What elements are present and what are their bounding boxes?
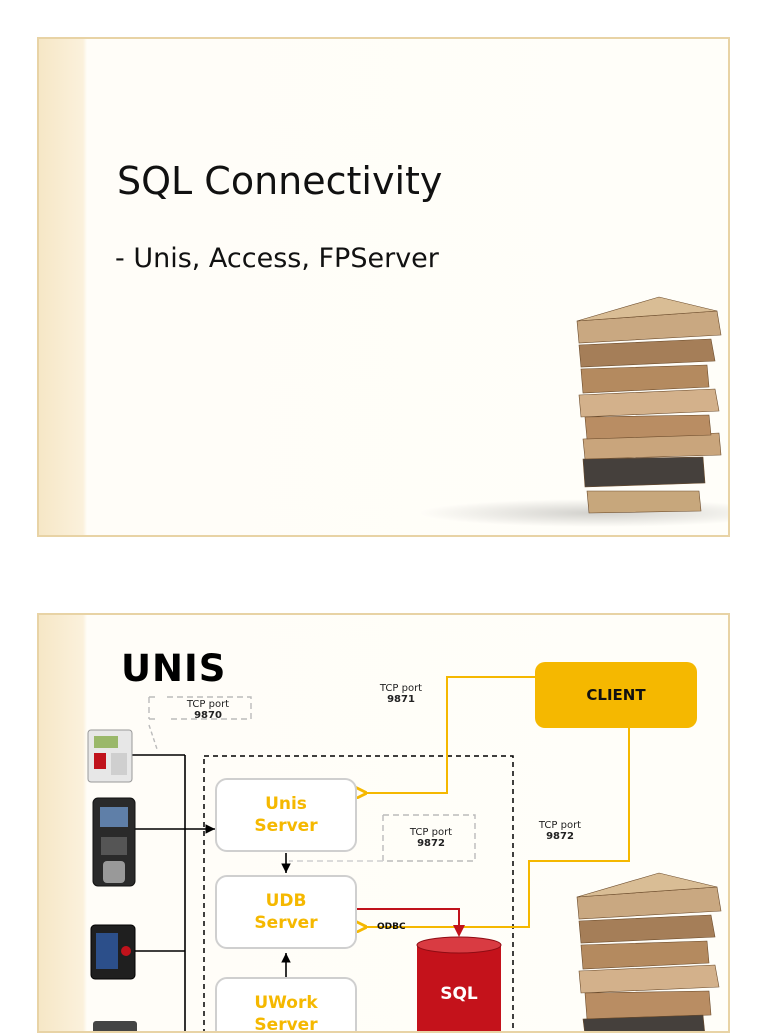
book-stack (576, 872, 722, 1031)
slide-title-heading: SQL Connectivity (117, 159, 443, 203)
device-reader-partial-icon (93, 1021, 137, 1031)
udb-server-line2: Server (254, 913, 318, 933)
sql-label: SQL (440, 984, 478, 1004)
book-stack-illustration (419, 296, 728, 527)
odbc-label: ODBC (377, 922, 406, 932)
udb-server-box: UDB Server (215, 875, 357, 949)
slide-subtitle: - Unis, Access, FPServer (115, 243, 439, 274)
slide-unis-diagram: UNIS (37, 613, 730, 1033)
unis-server-box: Unis Server (215, 778, 357, 852)
slide-unis-title: UNIS (121, 647, 227, 690)
book-stack (576, 296, 722, 514)
client-box: CLIENT (535, 662, 697, 728)
device-fingerprint-terminal-icon (92, 797, 136, 887)
device-touch-terminal-icon (90, 924, 136, 980)
unis-server-line2: Server (254, 816, 318, 836)
server-boundary (203, 755, 514, 1031)
client-label: CLIENT (586, 686, 646, 704)
unis-server-line1: Unis (265, 794, 307, 814)
uwork-server-box: UWork Server (215, 977, 357, 1031)
sql-database-icon (416, 936, 502, 1031)
slide-title: SQL Connectivity - Unis, Access, FPServe… (37, 37, 730, 537)
device-keypad-reader-icon (87, 729, 133, 783)
uwork-server-line1: UWork (254, 993, 318, 1013)
udb-server-line1: UDB (265, 891, 307, 911)
